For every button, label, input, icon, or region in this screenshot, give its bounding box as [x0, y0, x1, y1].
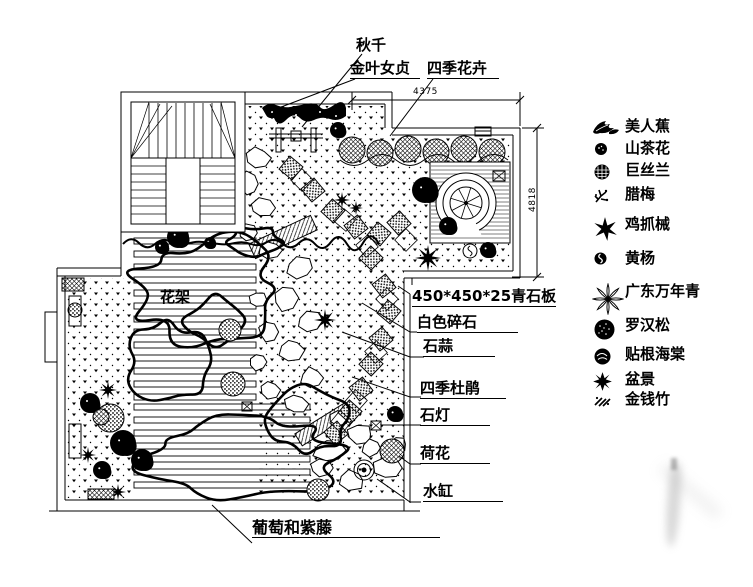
legend-item-yucca: 巨丝兰 — [592, 162, 670, 180]
callout-water-vat: 水缸 — [423, 483, 503, 502]
legend-item-maple: 鸡抓械 — [592, 216, 670, 241]
staircase — [120, 91, 246, 233]
callout-azalea: 四季杜鹃 — [420, 380, 506, 399]
stepping-stones — [278, 155, 418, 446]
legend-item-bamboo: 金钱竹 — [592, 391, 670, 407]
golden-privet-label: 金叶女贞 — [350, 60, 420, 79]
legend-item-camellia: 山茶花 — [592, 140, 670, 156]
legend-item-begonia: 贴根海棠 — [592, 346, 685, 365]
legend-item-boxwood: 黄杨 — [592, 250, 655, 266]
legend-item-wintersweet: 腊梅 — [592, 186, 655, 203]
callout-lotus: 荷花 — [420, 445, 490, 464]
plant-symbols — [61, 122, 497, 502]
pergola-label: 花架 — [160, 288, 191, 306]
seasonal-flowers-label: 四季花卉 — [427, 60, 499, 79]
leader-lines — [211, 53, 434, 544]
flower-bed-scallops — [338, 126, 509, 167]
callout-lycoris: 石蒜 — [423, 338, 495, 357]
grape-wisteria-label: 葡萄和紫藤 — [252, 519, 440, 538]
legend-item-bonsai: 盆景 — [592, 371, 655, 391]
privet-hedge — [262, 102, 346, 124]
top-dimension: 4375 — [413, 87, 438, 97]
swing-label: 秋千 — [356, 36, 387, 54]
right-dimension: 4818 — [528, 187, 538, 212]
callout-white-gravel: 白色碎石 — [417, 314, 518, 333]
callout-stone-lantern: 石灯 — [420, 407, 490, 426]
callout-bluestone-slab: 450*450*25青石板 — [412, 287, 557, 307]
legend-item-evergreen: 广东万年青 — [592, 283, 700, 315]
boundary-walls — [44, 91, 521, 512]
legend-item-podocarpus: 罗汉松 — [592, 317, 670, 340]
swing-symbol — [269, 127, 323, 153]
dimension-lines — [347, 92, 544, 282]
legend-item-canna: 美人蕉 — [592, 118, 670, 135]
